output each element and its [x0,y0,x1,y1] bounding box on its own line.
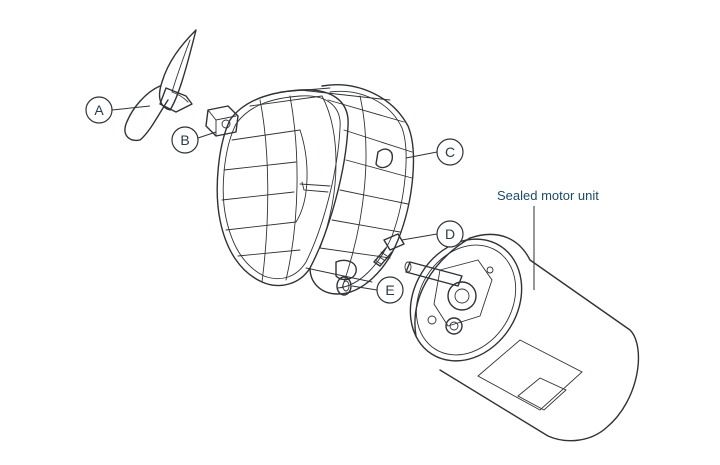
leader-c [405,151,438,159]
callout-c: C [436,138,464,166]
washer [336,276,352,296]
guard-screw [373,233,405,267]
motor-caption: Sealed motor unit [497,188,599,203]
callout-b: B [171,126,199,154]
leader-a [111,105,151,111]
callout-e-label: E [385,282,394,298]
prop-guard [216,84,415,295]
callout-c-label: C [445,144,455,160]
leader-e [351,285,378,291]
leader-b [197,131,217,139]
callout-d: D [436,220,464,248]
propeller [124,29,197,142]
leader-d [401,233,438,241]
callout-d-label: D [445,226,455,242]
callout-a-label: A [94,102,104,118]
motor-unit [404,233,640,442]
callout-e: E [376,276,404,304]
prop-nut [205,105,239,137]
callout-a: A [85,96,113,124]
callout-b-label: B [180,132,189,148]
